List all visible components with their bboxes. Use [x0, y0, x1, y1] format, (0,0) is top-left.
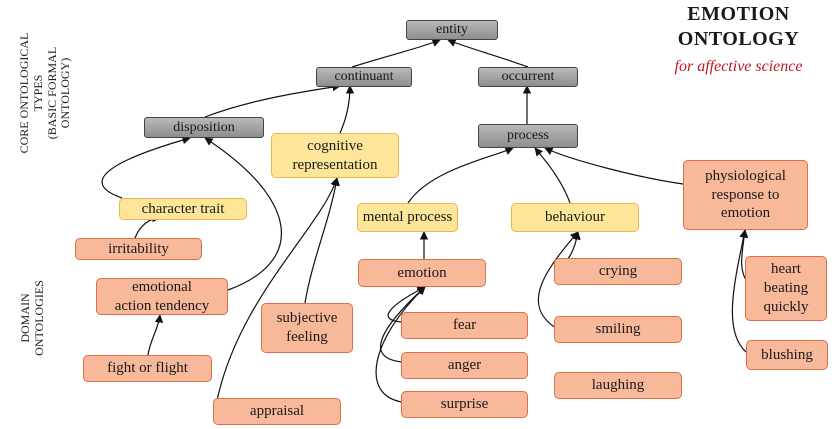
node-character-trait: character trait	[119, 198, 247, 220]
diagram-title: EMOTION ONTOLOGY	[677, 3, 800, 50]
edge-disposition-continuant	[204, 82, 341, 118]
node-emotional-action-tendency: emotional action tendency	[96, 278, 228, 315]
node-fear: fear	[401, 312, 528, 339]
node-continuant: continuant	[316, 67, 412, 87]
edge-blushing-physio	[731, 229, 748, 353]
node-blushing: blushing	[746, 340, 828, 370]
core-types-label: CORE ONTOLOGICAL TYPES (BASIC FORMAL ONT…	[17, 32, 73, 154]
node-laughing: laughing	[554, 372, 682, 399]
node-smiling: smiling	[554, 316, 682, 343]
node-mental-process: mental process	[357, 203, 458, 232]
node-appraisal: appraisal	[213, 398, 341, 425]
node-behaviour: behaviour	[511, 203, 639, 232]
edge-sf-cogrep	[304, 177, 340, 304]
edge-cogrep-continuant	[339, 85, 355, 134]
edge-chartrait-disposition	[101, 136, 191, 199]
edge-behaviour-process	[534, 147, 571, 204]
edge-eat-disposition	[204, 137, 282, 291]
node-subjective-feeling: subjective feeling	[261, 303, 353, 353]
node-process: process	[478, 124, 578, 148]
domain-ontologies-label: DOMAIN ONTOLOGIES	[18, 280, 46, 356]
node-physiological-response: physiological response to emotion	[683, 160, 808, 230]
node-disposition: disposition	[144, 117, 264, 138]
node-surprise: surprise	[401, 391, 528, 418]
node-crying: crying	[554, 258, 682, 285]
node-emotion: emotion	[358, 259, 486, 287]
node-entity: entity	[406, 20, 498, 40]
edge-surprise-emotion	[375, 286, 426, 403]
node-fight-or-flight: fight or flight	[83, 355, 212, 382]
diagram-subtitle: for affective science	[674, 58, 803, 75]
node-occurrent: occurrent	[478, 67, 578, 87]
node-anger: anger	[401, 352, 528, 379]
edge-mp-process	[407, 147, 514, 204]
node-cognitive-representation: cognitive representation	[271, 133, 399, 178]
edge-smiling-behaviour	[537, 231, 579, 329]
edge-appraisal-cogrep	[214, 177, 339, 411]
node-irritability: irritability	[75, 238, 202, 260]
edge-irritability-chartrait	[134, 213, 161, 239]
edge-occurrent-entity	[447, 38, 529, 68]
edge-anger-emotion	[380, 286, 426, 363]
node-heart-beating-quickly: heart beating quickly	[745, 256, 827, 321]
edge-physio-process	[544, 147, 684, 185]
edge-fof-eat	[147, 314, 164, 356]
edge-continuant-entity	[351, 38, 441, 68]
